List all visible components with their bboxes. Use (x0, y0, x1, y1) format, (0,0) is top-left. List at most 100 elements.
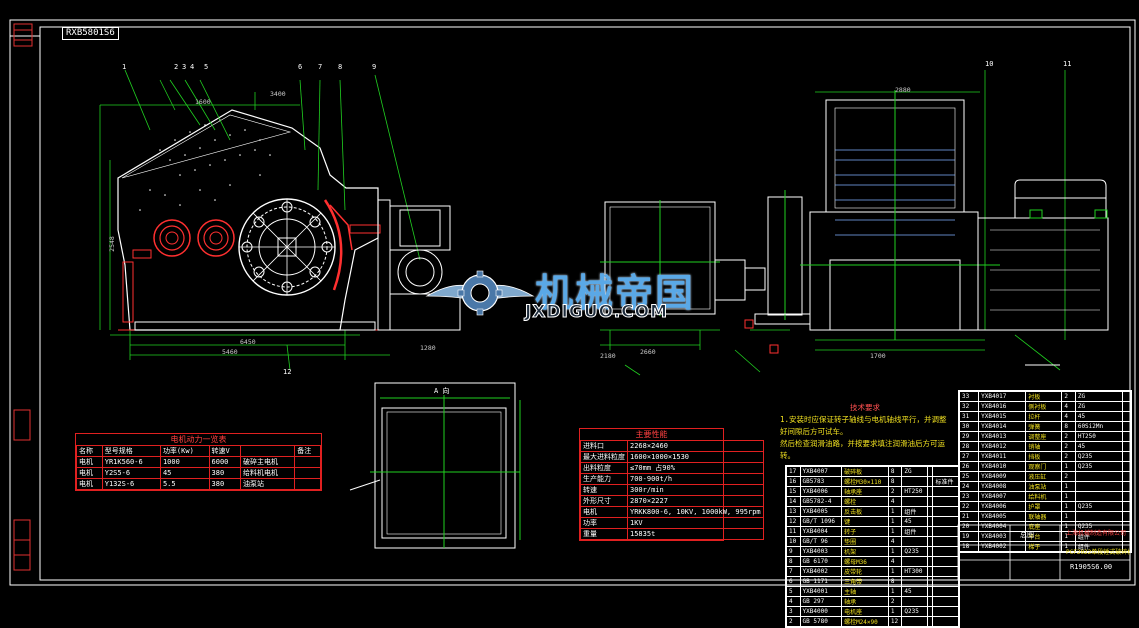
table-cell: 1 (887, 516, 903, 527)
table-cell: 1 (887, 526, 903, 537)
callout-3: 3 (182, 63, 187, 71)
drive-motor-view[interactable] (600, 190, 811, 376)
table-cell: 垫圈 (841, 536, 889, 547)
callout-1: 1 (122, 63, 127, 71)
table-cell: 11 (786, 526, 801, 537)
table-cell: Q235 (901, 546, 928, 557)
table-cell (1074, 481, 1124, 492)
table-cell: 8 (887, 466, 903, 477)
table-cell: 弹簧 (1025, 421, 1063, 432)
watermark-cn: 机械帝国 (535, 271, 696, 315)
table-cell (1122, 511, 1131, 522)
table-cell: 23 (958, 491, 980, 502)
drawing-code-tag: RXB5801S6 (62, 27, 119, 40)
table-cell (901, 616, 928, 627)
table-cell (932, 576, 959, 587)
table-cell: 4 (786, 596, 801, 607)
table-cell: 销轴 (1025, 441, 1063, 452)
callout-12: 12 (283, 368, 292, 376)
table-cell: 15 (786, 486, 801, 497)
left-margin-ticks (13, 409, 31, 571)
table-row: 电机 YR1K560-6 1000 6000 破碎主电机 (76, 456, 321, 468)
table-cell (932, 526, 959, 537)
table-cell (932, 496, 959, 507)
technical-requirements: 技术要求 1.安装时应保证转子轴线与电机轴线平行，并调整好间隙后方可试车。 然后… (780, 402, 950, 462)
table-cell: 13 (786, 506, 801, 517)
table-cell: 2 (1061, 391, 1076, 402)
table-cell: 17 (786, 466, 801, 477)
col-header: 转速V (208, 445, 242, 457)
table-cell: 1 (1061, 501, 1076, 512)
callout-11: 11 (1063, 60, 1072, 68)
table-cell: 12 (786, 516, 801, 527)
table-cell (901, 496, 928, 507)
table-cell: GB 1171 (799, 576, 843, 587)
cad-drawing-sheet[interactable] (0, 0, 1139, 590)
table-cell: 8 (786, 556, 801, 567)
table-cell: ZG (1074, 401, 1124, 412)
table-cell: GB/T 1096 (799, 516, 843, 527)
table-cell: YXB4011 (978, 451, 1027, 462)
table-cell: YXB4004 (978, 521, 1027, 532)
title-block-drawing-title: PCF2022单段锤式破碎机 (1066, 549, 1130, 556)
crusher-end-view[interactable] (800, 70, 1109, 371)
crusher-side-view[interactable] (99, 69, 461, 371)
table-cell: YXB4014 (978, 421, 1027, 432)
col-header (239, 445, 296, 457)
table-cell: YXB4006 (978, 501, 1027, 512)
table-cell: YXB4015 (978, 411, 1027, 422)
dim-1700: 1700 (870, 352, 886, 360)
table-cell: 1 (1061, 511, 1076, 522)
table-cell: 联轴器 (1025, 511, 1063, 522)
table-cell: HT250 (1074, 431, 1124, 442)
table-cell: 32 (958, 401, 980, 412)
table-cell: 反击板 (841, 506, 889, 517)
tech-note-line: 1.安装时应保证转子轴线与电机轴线平行，并调整好间隙后方可试车。 (780, 415, 947, 436)
table-cell: 3 (786, 606, 801, 617)
table-cell: ZG (901, 466, 928, 477)
table-cell: 29 (958, 431, 980, 442)
table-cell: YXB4009 (978, 471, 1027, 482)
dim-2660: 2660 (640, 348, 656, 356)
col-header: 名称 (76, 445, 103, 457)
dim-2548: 2548 (107, 236, 116, 252)
table-cell: 螺栓M30×110 (841, 476, 889, 487)
params-table-title: 主要性能 (635, 430, 668, 439)
table-cell (1122, 401, 1131, 412)
table-cell: GB 5780 (799, 616, 843, 627)
table-cell: 组件 (1074, 541, 1124, 552)
a-view-section[interactable] (349, 382, 521, 549)
table-cell: 调整座 (1025, 431, 1063, 442)
inner-frame (39, 26, 1131, 581)
dim-3400: 3400 (270, 90, 286, 98)
tech-note-line: 然后检查润滑油路，并按要求填注润滑油后方可运转。 (780, 439, 945, 460)
table-cell (932, 586, 959, 597)
callout-2: 2 (174, 63, 179, 71)
table-cell: 45 (901, 586, 928, 597)
table-cell: 21 (958, 511, 980, 522)
table-cell (932, 536, 959, 547)
col-header: 备注 (294, 445, 321, 457)
table-header-row: 名称 型号规格 功率(Kw) 转速V 备注 (76, 445, 321, 457)
table-cell: 观察门 (1025, 461, 1063, 472)
motor-power-table[interactable]: 电机动力一览表 名称 型号规格 功率(Kw) 转速V 备注 电机 YR1K560… (75, 433, 322, 491)
table-cell (1074, 471, 1124, 482)
table-cell: HT300 (901, 566, 928, 577)
table-cell (1122, 421, 1131, 432)
table-cell: 4 (887, 556, 903, 567)
